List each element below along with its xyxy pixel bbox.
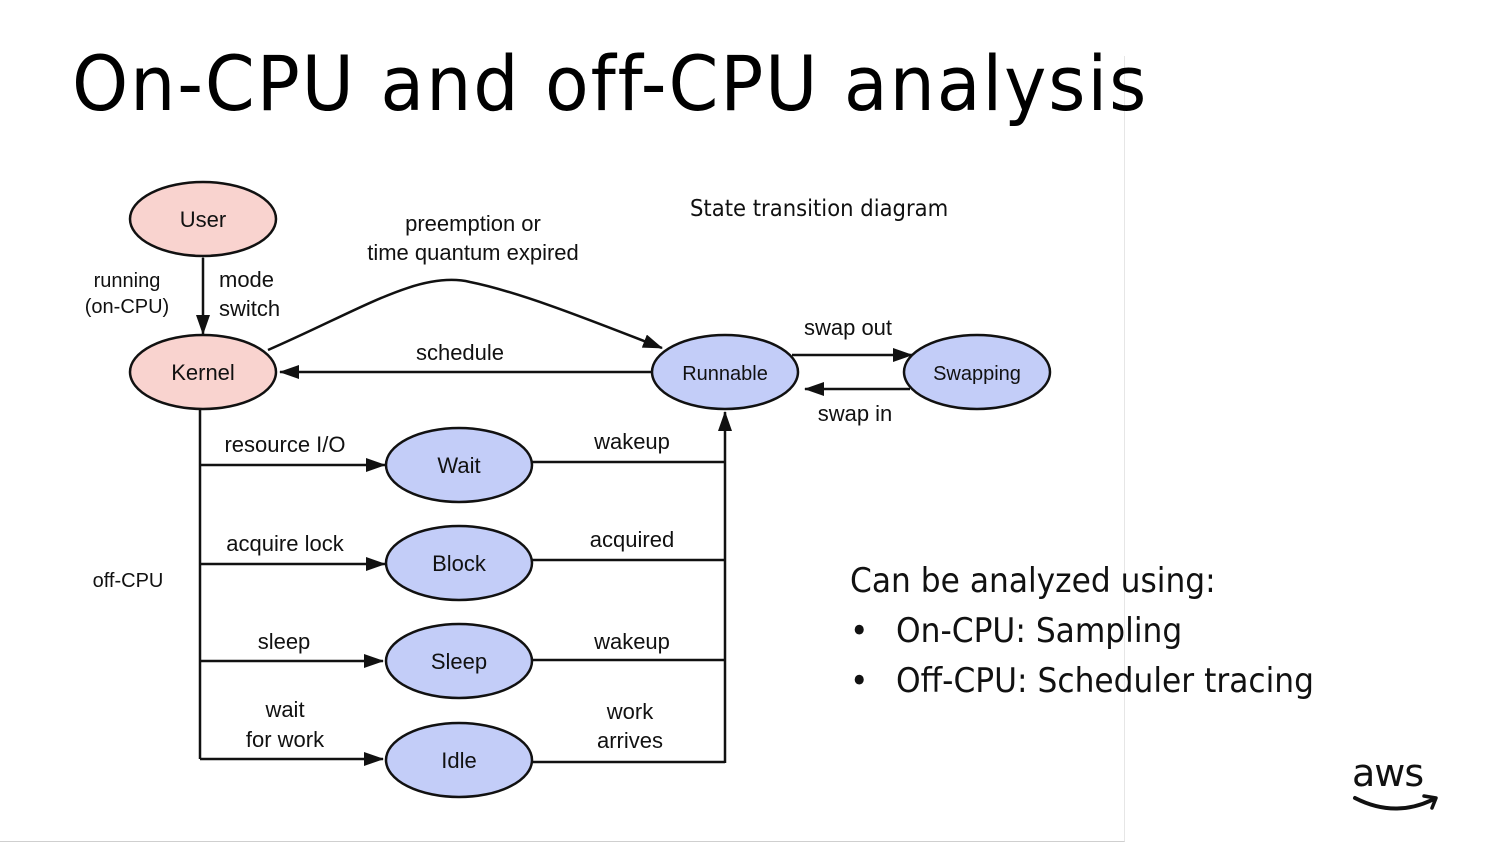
analysis-item-label: Off-CPU: Scheduler tracing [896,661,1314,701]
node-block: Block [384,524,534,602]
label-wait: wait [264,697,304,722]
analysis-section: Can be analyzed using: • On-CPU: Samplin… [850,556,1314,706]
label-swap-in: swap in [818,401,893,426]
node-kernel-label: Kernel [171,360,235,385]
edge-preemption [267,278,663,352]
slide-title: On-CPU and off-CPU analysis [72,39,1149,128]
label-swap-out: swap out [804,315,892,340]
node-user-label: User [180,207,226,232]
analysis-item-on-cpu: • On-CPU: Sampling [850,606,1314,656]
analysis-item-label: On-CPU: Sampling [896,611,1183,651]
node-idle-label: Idle [441,748,476,773]
label-resource-io: resource I/O [224,432,345,457]
aws-logo: aws [1352,751,1442,818]
bullet-icon: • [850,611,869,651]
node-wait: Wait [384,426,534,504]
node-user: User [128,180,278,258]
analysis-heading: Can be analyzed using: [850,561,1216,601]
label-arrives: arrives [597,728,663,753]
label-mode: mode [219,267,274,292]
label-work: work [606,699,654,724]
node-block-label: Block [432,551,487,576]
bullet-icon: • [850,661,869,701]
label-on-cpu: (on-CPU) [85,296,169,318]
node-idle: Idle [384,721,534,799]
node-sleep: Sleep [384,622,534,700]
label-for-work: for work [246,727,325,752]
node-runnable-label: Runnable [682,363,768,385]
label-running: running [94,270,161,292]
diagram-caption: State transition diagram [690,196,949,222]
aws-logo-text: aws [1352,751,1424,795]
node-wait-label: Wait [437,453,480,478]
label-preemption: preemption or [405,211,541,236]
label-wakeup-sleep: wakeup [593,629,670,654]
label-sleep: sleep [258,629,311,654]
diagram-frame [0,56,1125,842]
node-sleep-label: Sleep [431,649,487,674]
label-acquired: acquired [590,527,674,552]
label-off-cpu: off-CPU [93,570,164,592]
analysis-item-off-cpu: • Off-CPU: Scheduler tracing [850,656,1314,706]
label-wakeup-wait: wakeup [593,429,670,454]
label-time-quantum: time quantum expired [367,240,579,265]
node-swapping: Swapping [902,333,1052,411]
label-switch: switch [219,296,280,321]
label-acquire-lock: acquire lock [226,531,344,556]
aws-smile-icon [1353,794,1438,811]
label-schedule: schedule [416,340,504,365]
node-runnable: Runnable [650,333,800,411]
node-kernel: Kernel [128,333,278,411]
node-swapping-label: Swapping [933,363,1021,385]
